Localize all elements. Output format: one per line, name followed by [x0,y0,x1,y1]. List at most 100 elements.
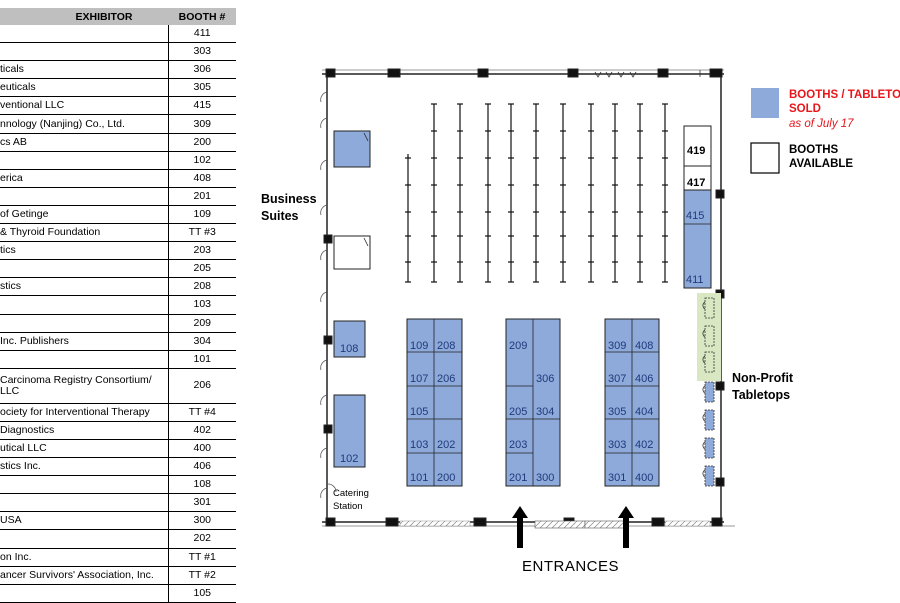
booth-105[interactable]: 105 [410,406,428,418]
exhibitor-name-cell: stics Inc. [0,457,168,477]
booth-number-cell: 309 [167,114,236,134]
table-row: nnology (Nanjing) Co., Ltd.309 [0,114,236,134]
pipe-row [637,103,643,283]
booth-415[interactable]: 415 [686,210,704,222]
business-suites-label-2: Suites [261,209,299,223]
tabletop-3[interactable] [704,351,715,373]
booth-202[interactable]: 202 [437,439,455,451]
booth-block-300-400 [604,318,660,487]
booth-number-cell: 400 [167,439,236,459]
table-row: 101 [0,350,236,369]
booth-307[interactable]: 307 [608,373,626,385]
exhibitor-name: ventional LLC [0,99,65,112]
booth-408[interactable]: 408 [635,340,653,352]
booth-402[interactable]: 402 [635,439,653,451]
exhibitor-name: on Inc. [0,550,32,563]
booth-300[interactable]: 300 [536,472,554,484]
exhibitor-name: ociety for Interventional Therapy [0,405,150,418]
booth-303[interactable]: 303 [608,439,626,451]
exhibitor-name-cell: Carcinoma Registry Consortium/LLC [0,368,168,404]
booth-301[interactable]: 301 [608,472,626,484]
table-row: 108 [0,475,236,495]
tabletop-7[interactable] [704,465,715,487]
tabletop-2[interactable] [704,325,715,347]
booth-101[interactable]: 101 [410,472,428,484]
tabletop-5[interactable] [704,409,715,431]
exhibitor-name-line2: LLC [0,384,20,397]
booth-102[interactable] [333,394,366,468]
booth-103[interactable]: 103 [410,439,428,451]
booth-203[interactable]: 203 [509,439,527,451]
table-header-row: EXHIBITOR BOOTH # [0,8,236,25]
booth-208[interactable]: 208 [437,340,455,352]
booth-419[interactable]: 419 [687,145,705,157]
tabletop-chair-2 [702,329,706,338]
booth-415-411-box[interactable] [683,189,712,289]
booth-200[interactable]: 200 [437,472,455,484]
table-row: stics Inc.406 [0,457,236,477]
table-row: on Inc. TT #1 [0,548,236,567]
booth-209[interactable]: 209 [509,340,527,352]
booth-206[interactable]: 206 [437,373,455,385]
booth-417[interactable]: 417 [687,177,705,189]
booth-109[interactable]: 109 [410,340,428,352]
booth-406[interactable]: 406 [635,373,653,385]
booth-number-cell: 109 [167,205,236,225]
non-profit-tabletops [702,297,715,487]
business-suites-label: Business [261,192,317,206]
booth-number-cell: 303 [167,42,236,62]
exhibitor-name: of Getinge [0,207,49,220]
booth-306[interactable]: 306 [536,373,554,385]
tabletop-1[interactable] [704,297,715,319]
booth-309[interactable]: 309 [608,340,626,352]
business-suites [333,130,371,270]
business-suite-1[interactable] [333,130,371,168]
booth-column-header: BOOTH # [168,8,236,25]
booth-201[interactable]: 201 [509,472,527,484]
booth-102-label: 102 [340,453,358,465]
exhibitor-name-cell: Inc. Publishers [0,332,168,351]
booth-404[interactable]: 404 [635,406,653,418]
business-suite-2[interactable] [333,235,371,270]
legend-available-line2: AVAILABLE [789,158,853,170]
booth-411[interactable]: 411 [686,274,704,286]
booth-number-cell: 304 [167,332,236,351]
booth-419-box[interactable] [683,125,712,167]
booth-107[interactable]: 107 [410,373,428,385]
booth-400[interactable]: 400 [635,472,653,484]
exhibitor-name-cell: ventional LLC [0,96,168,116]
booth-305[interactable]: 305 [608,406,626,418]
pipe-row [485,103,491,283]
exhibitor-name-cell [0,493,168,513]
booth-number-cell: 103 [167,295,236,315]
table-row: 202 [0,529,236,549]
tabletop-6[interactable] [704,437,715,459]
exhibitor-name-cell: utical LLC [0,439,168,459]
table-row: 201 [0,187,236,206]
booth-number-cell: TT #1 [167,548,236,567]
tabletop-4[interactable] [704,381,715,403]
entrances-label: ENTRANCES [522,558,619,575]
booth-304[interactable]: 304 [536,406,554,418]
table-row: 205 [0,259,236,279]
booth-205[interactable]: 205 [509,406,527,418]
pipe-and-drape-rows [405,103,668,283]
booth-number-cell: 402 [167,421,236,440]
booth-block-200-300 [505,318,561,487]
pipe-row [405,154,411,283]
exhibitor-name: stics [0,280,21,293]
exhibitor-name-cell: of Getinge [0,205,168,225]
booth-108[interactable] [333,320,366,358]
exhibitor-name: & Thyroid Foundation [0,226,101,239]
booth-number-cell: TT #2 [167,566,236,585]
